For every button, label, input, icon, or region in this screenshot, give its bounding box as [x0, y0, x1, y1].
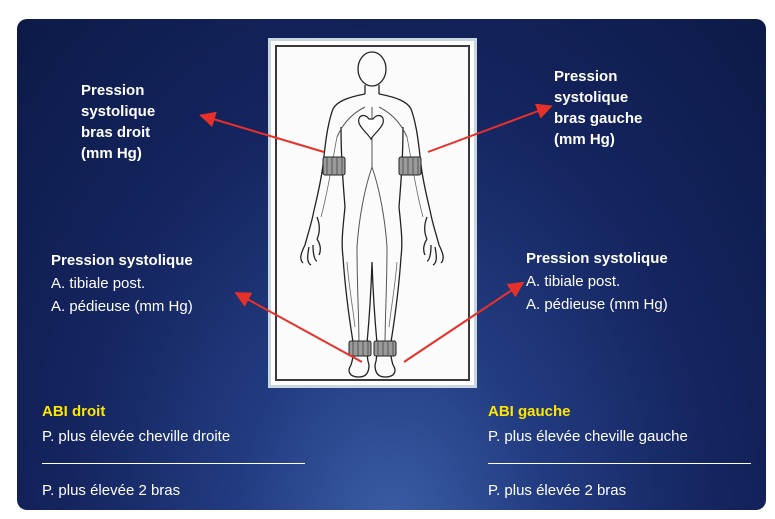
left-ankle-label-title: Pression systolique [526, 247, 668, 270]
left-ankle-label: Pression systolique A. tibiale post. A. … [526, 247, 668, 316]
right-ankle-label-line2: A. pédieuse (mm Hg) [51, 295, 193, 318]
right-arm-label-line: bras droit [81, 122, 155, 143]
left-arm-label-line: bras gauche [554, 108, 642, 129]
right-arm-label-line: systolique [81, 101, 155, 122]
right-ankle-label-title: Pression systolique [51, 249, 193, 272]
right-arm-label: Pression systolique bras droit (mm Hg) [81, 80, 155, 164]
abi-left-fraction-line [488, 463, 751, 464]
right-arm-label-line: Pression [81, 80, 155, 101]
abi-left-numerator: P. plus élevée cheville gauche [488, 426, 688, 447]
arrow-right-ankle [238, 294, 362, 362]
left-arm-label-line: systolique [554, 87, 642, 108]
left-ankle-label-line2: A. pédieuse (mm Hg) [526, 293, 668, 316]
arrow-left-arm [428, 107, 549, 152]
right-ankle-label: Pression systolique A. tibiale post. A. … [51, 249, 193, 318]
right-arm-label-line: (mm Hg) [81, 143, 155, 164]
abi-left-denominator: P. plus élevée 2 bras [488, 480, 626, 501]
arrow-right-arm [203, 116, 324, 152]
arrow-left-ankle [404, 284, 521, 362]
left-arm-label-line: Pression [554, 66, 642, 87]
left-arm-label: Pression systolique bras gauche (mm Hg) [554, 66, 642, 150]
left-ankle-label-line1: A. tibiale post. [526, 270, 668, 293]
abi-left-title: ABI gauche [488, 401, 571, 422]
right-ankle-label-line1: A. tibiale post. [51, 272, 193, 295]
abi-right-title: ABI droit [42, 401, 105, 422]
abi-right-fraction-line [42, 463, 305, 464]
abi-right-denominator: P. plus élevée 2 bras [42, 480, 180, 501]
abi-right-numerator: P. plus élevée cheville droite [42, 426, 230, 447]
left-arm-label-line: (mm Hg) [554, 129, 642, 150]
